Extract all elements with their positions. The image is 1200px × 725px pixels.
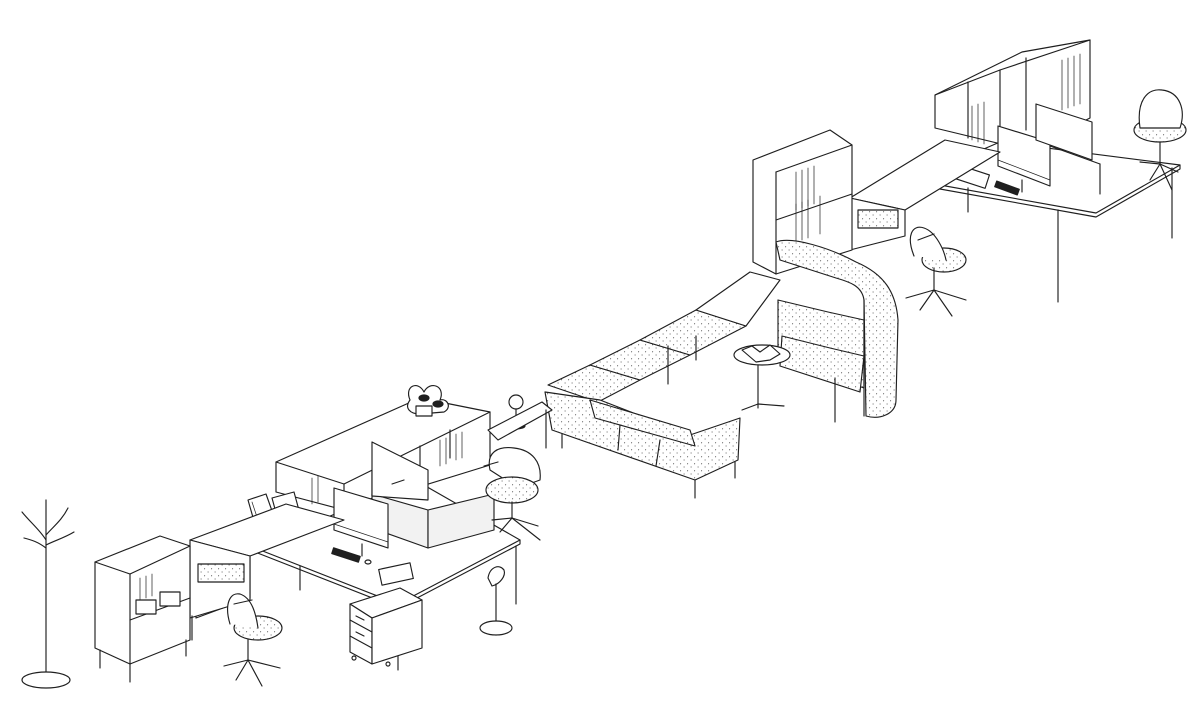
pedestal-drawers	[349, 587, 423, 667]
task-chair-back	[905, 226, 967, 317]
plant	[407, 385, 449, 417]
low-bench-middle	[487, 401, 553, 449]
coat-stand	[21, 499, 75, 689]
bookcase-tall	[752, 129, 853, 275]
side-table	[733, 344, 791, 411]
monitor-front	[331, 487, 414, 586]
task-chair-back	[1133, 89, 1187, 191]
cabinet-left	[94, 535, 191, 683]
high-back-sofa	[775, 239, 899, 423]
bench-seating	[547, 271, 781, 403]
monitor-back	[955, 103, 1101, 196]
task-chair-front	[223, 593, 283, 687]
perch-stool	[479, 566, 513, 636]
lounge-chair	[483, 447, 541, 541]
low-storage-back	[849, 139, 1001, 251]
sofa	[544, 391, 741, 499]
